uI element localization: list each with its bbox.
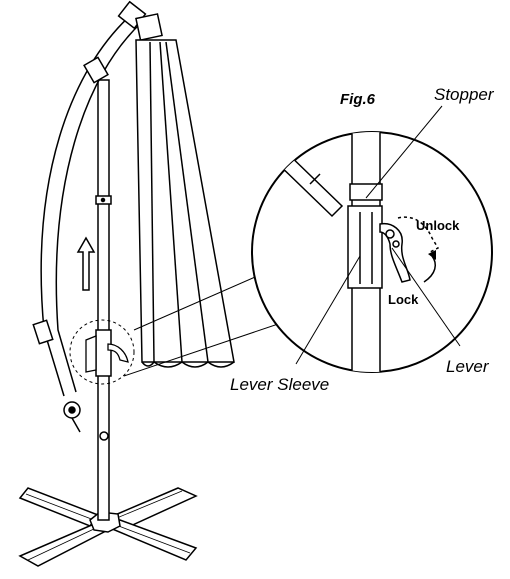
up-arrow-icon — [78, 238, 94, 290]
label-stopper: Stopper — [434, 85, 495, 104]
zoom-detail — [252, 120, 492, 400]
detail-circle — [70, 320, 134, 384]
curved-arm — [33, 2, 145, 432]
main-pole — [96, 80, 111, 520]
label-unlock: Unlock — [416, 218, 460, 233]
folded-canopy — [136, 14, 234, 367]
lever-detail-small — [86, 336, 128, 372]
label-lever-sleeve: Lever Sleeve — [230, 375, 329, 394]
zoom-connector — [124, 274, 290, 376]
label-lever: Lever — [446, 357, 490, 376]
figure-title: Fig.6 — [340, 91, 376, 108]
label-lock: Lock — [388, 292, 419, 307]
label-leaders — [296, 106, 460, 364]
